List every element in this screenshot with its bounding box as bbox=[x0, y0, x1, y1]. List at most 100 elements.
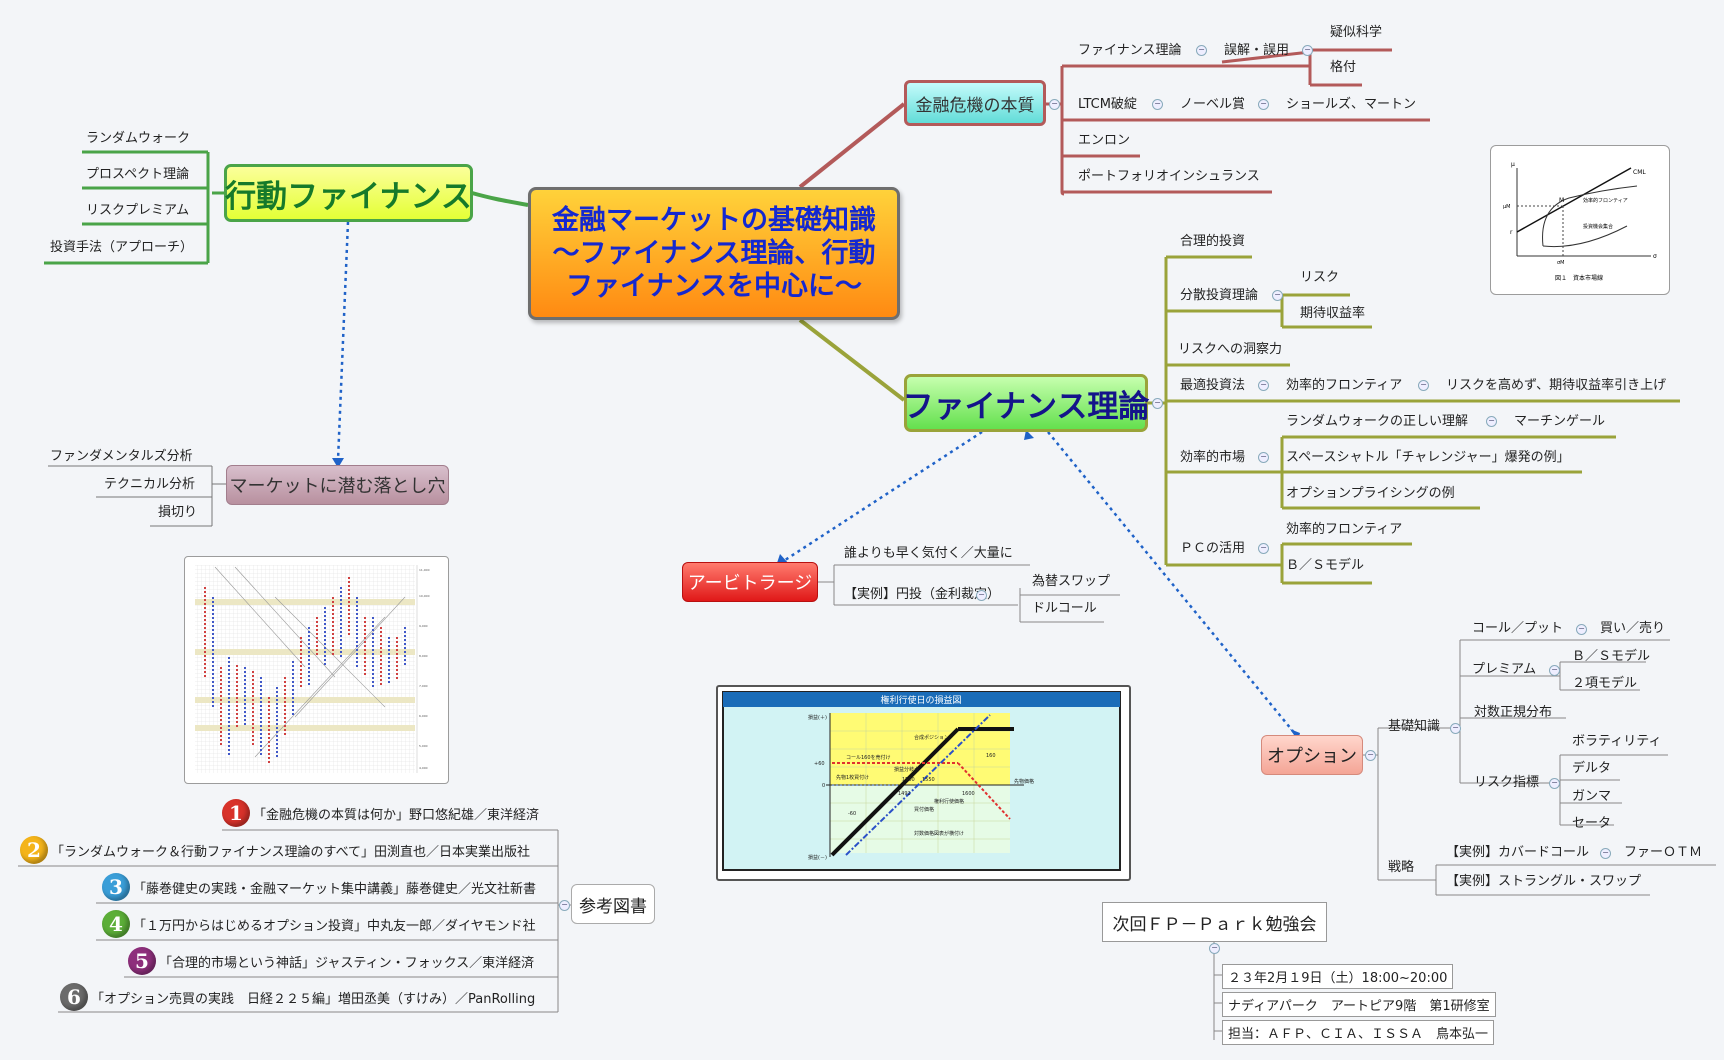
finance-item-efficient-market[interactable]: 効率的市場 bbox=[1180, 450, 1246, 465]
finance-item-expected-return[interactable]: 期待収益率 bbox=[1300, 306, 1366, 321]
option-item-covered-call[interactable]: 【実例】カバードコール bbox=[1446, 845, 1590, 860]
collapse-icon[interactable]: − bbox=[1576, 624, 1587, 635]
reference-book-1[interactable]: 1 「金融危機の本質は何か」野口悠紀雄／東洋経済 bbox=[222, 799, 539, 827]
reference-book-title: 「合理的市場という神話」ジャスティン・フォックス／東洋経済 bbox=[159, 955, 535, 971]
option-item-buy-sell[interactable]: 買い／売り bbox=[1600, 621, 1666, 636]
finance-item-martingale[interactable]: マーチンゲール bbox=[1514, 414, 1606, 429]
reference-book-3[interactable]: 3 「藤巻健史の実践・金融マーケット集中講義」藤巻健史／光文社新書 bbox=[102, 873, 536, 901]
central-topic[interactable]: 金融マーケットの基礎知識 ～ファイナンス理論、行動 ファイナンスを中心に～ bbox=[528, 187, 900, 320]
option-item-far-otm[interactable]: ファーＯＴＭ bbox=[1624, 845, 1703, 860]
collapse-icon[interactable]: − bbox=[1302, 45, 1313, 56]
crisis-item-scholes[interactable]: ショールズ、マートン bbox=[1286, 97, 1417, 112]
arbitrage-item-fast[interactable]: 誰よりも早く気付く／大量に bbox=[844, 546, 1013, 561]
arbitrage-item-dollar-call[interactable]: ドルコール bbox=[1032, 601, 1097, 616]
crisis-item-finance-theory[interactable]: ファイナンス理論 bbox=[1078, 43, 1182, 58]
collapse-icon[interactable]: − bbox=[976, 590, 987, 601]
finance-item-raise-return[interactable]: リスクを高めず、期待収益率引き上げ bbox=[1446, 378, 1667, 393]
finance-item-random-walk[interactable]: ランダムウォークの正しい理解 bbox=[1286, 414, 1469, 429]
option-item-binomial[interactable]: ２項モデル bbox=[1572, 676, 1638, 691]
collapse-icon[interactable]: − bbox=[1258, 99, 1269, 110]
crisis-item-nobel[interactable]: ノーベル賞 bbox=[1180, 97, 1246, 112]
collapse-icon[interactable]: − bbox=[559, 900, 570, 911]
option-item-strangle[interactable]: 【実例】ストラングル・スワップ bbox=[1446, 874, 1642, 889]
next-session-venue[interactable]: ナディアパーク アートピア9階 第1研修室 bbox=[1222, 992, 1496, 1017]
reference-book-2[interactable]: 2 「ランダムウォーク＆行動ファイナンス理論のすべて」田渕直也／日本実業出版社 bbox=[20, 836, 530, 864]
option-payoff-figure[interactable]: 権利行使日の損益図 損益(＋) 損益(－) 合成ポジション コール160を売付け… bbox=[716, 685, 1131, 881]
crisis-item-portfolio-insurance[interactable]: ポートフォリオインシュランス bbox=[1078, 169, 1260, 184]
collapse-icon[interactable]: − bbox=[1258, 380, 1269, 391]
topic-behavioral-finance[interactable]: 行動ファイナンス bbox=[224, 164, 473, 222]
topic-next-session[interactable]: 次回ＦＰ－Ｐａｒｋ勉強会 bbox=[1102, 902, 1327, 942]
behavioral-item-approach[interactable]: 投資手法（アプローチ） bbox=[50, 240, 194, 255]
topic-finance-theory[interactable]: ファイナンス理論 bbox=[903, 374, 1149, 432]
reference-book-title: 「金融危機の本質は何か」野口悠紀雄／東洋経済 bbox=[253, 807, 540, 823]
crisis-item-rating[interactable]: 格付 bbox=[1330, 60, 1357, 75]
collapse-icon[interactable]: − bbox=[1258, 452, 1269, 463]
option-item-risk-indicator[interactable]: リスク指標 bbox=[1474, 775, 1540, 790]
option-item-call-put[interactable]: コール／プット bbox=[1472, 621, 1564, 636]
option-item-bs[interactable]: Ｂ／Ｓモデル bbox=[1572, 649, 1651, 664]
topic-references[interactable]: 参考図書 bbox=[571, 884, 655, 924]
option-item-volatility[interactable]: ボラティリティ bbox=[1572, 734, 1662, 749]
option-item-delta[interactable]: デルタ bbox=[1572, 761, 1612, 776]
capital-market-line-figure[interactable]: μ σ CML M r μM σM 効率的フロンティア 投資機会集合 図１ 資本… bbox=[1490, 145, 1670, 295]
collapse-icon[interactable]: − bbox=[1196, 45, 1207, 56]
collapse-icon[interactable]: − bbox=[1209, 943, 1220, 954]
collapse-icon[interactable]: − bbox=[1418, 380, 1429, 391]
topic-arbitrage[interactable]: アービトラージ bbox=[682, 562, 818, 602]
finance-item-option-pricing[interactable]: オプションプライシングの例 bbox=[1286, 486, 1455, 501]
topic-option[interactable]: オプション bbox=[1261, 735, 1363, 775]
option-item-strategy[interactable]: 戦略 bbox=[1388, 860, 1415, 875]
collapse-icon[interactable]: − bbox=[1152, 99, 1163, 110]
cml-label-mu-m: μM bbox=[1503, 204, 1511, 210]
collapse-icon[interactable]: − bbox=[1272, 290, 1283, 301]
arbitrage-item-yen[interactable]: 【実例】円投（金利裁定） bbox=[844, 587, 1001, 602]
finance-item-efficient-frontier[interactable]: 効率的フロンティア bbox=[1286, 378, 1403, 393]
topic-market-pitfall[interactable]: マーケットに潜む落とし穴 bbox=[226, 465, 449, 505]
finance-item-rational[interactable]: 合理的投資 bbox=[1180, 234, 1246, 249]
option-item-gamma[interactable]: ガンマ bbox=[1572, 789, 1612, 804]
collapse-icon[interactable]: − bbox=[1450, 723, 1461, 734]
finance-item-risk[interactable]: リスク bbox=[1300, 270, 1340, 285]
next-session-date[interactable]: ２３年2月１9日（土）18:00~20:00 bbox=[1222, 964, 1454, 989]
behavioral-item-risk-premium[interactable]: リスクプレミアム bbox=[86, 203, 190, 218]
collapse-icon[interactable]: − bbox=[1549, 778, 1560, 789]
crisis-item-enron[interactable]: エンロン bbox=[1078, 133, 1131, 148]
finance-item-diversification[interactable]: 分散投資理論 bbox=[1180, 288, 1259, 303]
collapse-icon[interactable]: − bbox=[1258, 543, 1269, 554]
finance-item-challenger[interactable]: スペースシャトル「チャレンジャー」爆発の例」 bbox=[1286, 450, 1570, 465]
collapse-icon[interactable]: − bbox=[1600, 848, 1611, 859]
finance-item-pc[interactable]: ＰＣの活用 bbox=[1180, 541, 1246, 556]
collapse-icon[interactable]: − bbox=[1365, 750, 1376, 761]
pitfall-item-technical[interactable]: テクニカル分析 bbox=[104, 477, 196, 492]
pitfall-item-fundamental[interactable]: ファンダメンタルズ分析 bbox=[50, 449, 193, 464]
cml-label-sigma: σ bbox=[1653, 253, 1657, 260]
finance-item-optimal[interactable]: 最適投資法 bbox=[1180, 378, 1246, 393]
crisis-item-ltcm[interactable]: LTCM破綻 bbox=[1078, 97, 1137, 112]
svg-text:10,000: 10,000 bbox=[419, 594, 430, 598]
reference-book-6[interactable]: 6 「オプション売買の実践 日経２２５編」増田丞美（すけみ）／PanRollin… bbox=[60, 983, 535, 1011]
crisis-item-pseudoscience[interactable]: 疑似科学 bbox=[1330, 25, 1383, 40]
crisis-item-misuse[interactable]: 誤解・誤用 bbox=[1224, 43, 1290, 58]
behavioral-item-random-walk[interactable]: ランダムウォーク bbox=[86, 131, 191, 146]
option-item-theta[interactable]: セータ bbox=[1572, 816, 1612, 831]
option-item-basics[interactable]: 基礎知識 bbox=[1388, 719, 1441, 734]
finance-item-risk-insight[interactable]: リスクへの洞察力 bbox=[1178, 342, 1283, 357]
reference-book-5[interactable]: 5 「合理的市場という神話」ジャスティン・フォックス／東洋経済 bbox=[128, 947, 534, 975]
pitfall-item-stoploss[interactable]: 損切り bbox=[158, 505, 198, 520]
finance-item-bs-model[interactable]: Ｂ／Ｓモデル bbox=[1286, 558, 1365, 573]
collapse-icon[interactable]: − bbox=[1486, 416, 1497, 427]
reference-book-4[interactable]: 4 「１万円からはじめるオプション投資」中丸友一郎／ダイヤモンド社 bbox=[102, 910, 536, 938]
svg-text:5,000: 5,000 bbox=[419, 744, 428, 748]
collapse-icon[interactable]: − bbox=[1152, 398, 1163, 409]
topic-financial-crisis[interactable]: 金融危機の本質 bbox=[904, 80, 1046, 126]
option-item-lognormal[interactable]: 対数正規分布 bbox=[1474, 705, 1553, 720]
option-item-premium[interactable]: プレミアム bbox=[1472, 662, 1537, 677]
next-session-presenter[interactable]: 担当：ＡＦＰ、ＣＩＡ、ＩＳＳＡ 鳥本弘一 bbox=[1222, 1020, 1495, 1045]
finance-item-pc-frontier[interactable]: 効率的フロンティア bbox=[1286, 522, 1403, 537]
arbitrage-item-swap[interactable]: 為替スワップ bbox=[1032, 574, 1111, 589]
behavioral-item-prospect[interactable]: プロスペクト理論 bbox=[86, 167, 190, 182]
collapse-icon[interactable]: − bbox=[1049, 99, 1060, 110]
collapse-icon[interactable]: − bbox=[1549, 665, 1560, 676]
